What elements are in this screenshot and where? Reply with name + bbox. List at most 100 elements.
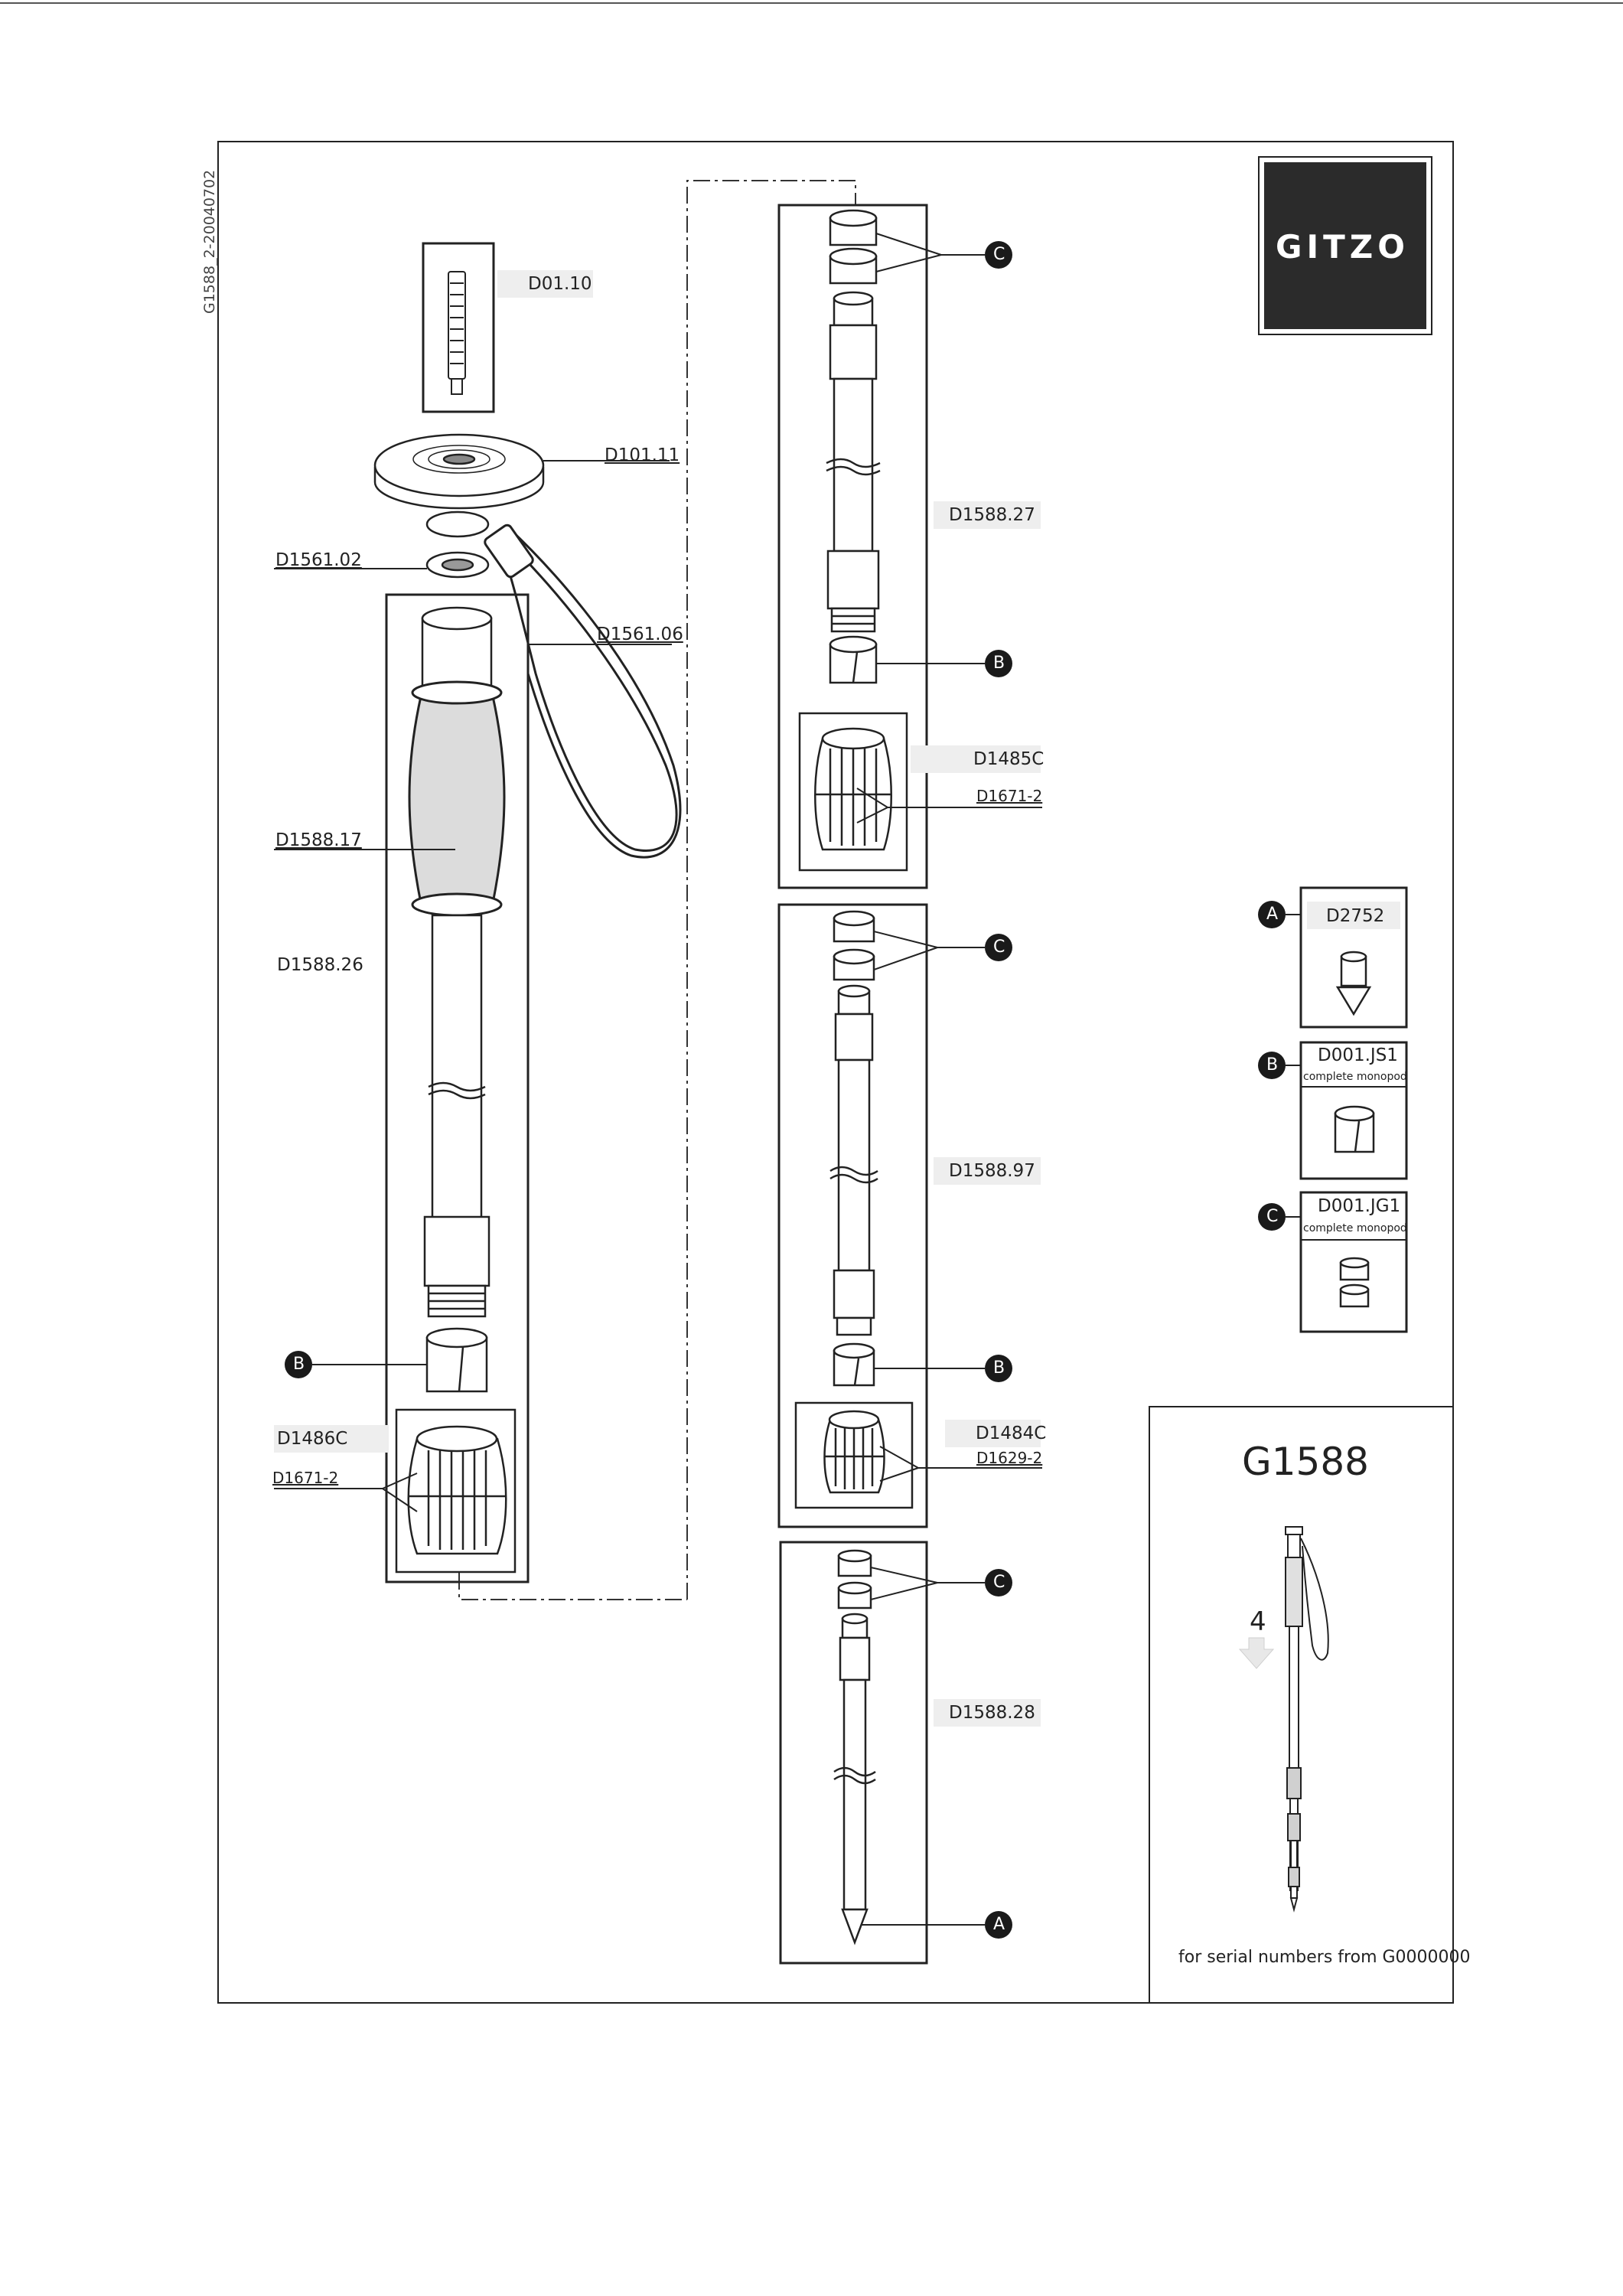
- section-count: 4: [1250, 1606, 1266, 1637]
- legend-marker-a: [1258, 901, 1286, 928]
- part-box-d158827: [777, 204, 928, 889]
- label-d16712-right: D1671-2: [976, 787, 1043, 805]
- leader-c-3b: [870, 1582, 938, 1600]
- marker-letter-b-1: B: [993, 654, 1005, 673]
- leader-c-3a: [870, 1567, 938, 1583]
- marker-a-3: [985, 1911, 1012, 1939]
- platform-d10111: [373, 433, 545, 510]
- legend-marker-b: [1258, 1052, 1286, 1079]
- tube-d158897: [829, 984, 878, 1336]
- dashed-connector: [458, 180, 856, 1600]
- label-d1486c: D1486C: [277, 1429, 348, 1449]
- page-frame: [217, 141, 1454, 2004]
- label-d158826: D1588.26: [277, 955, 363, 975]
- marker-c-1: [985, 241, 1012, 269]
- marker-c-2: [985, 934, 1012, 961]
- nut-d1484c: [823, 1410, 885, 1494]
- legend-code-a: D2752: [1326, 906, 1385, 926]
- collets-c-3: [837, 1549, 872, 1609]
- leader-c-2b: [873, 947, 938, 970]
- part-box-d1484c: [794, 1401, 914, 1509]
- label-bg-d1486c: [274, 1425, 389, 1453]
- legend-bg-a: [1307, 902, 1400, 929]
- label-bg-d158827: [934, 501, 1041, 529]
- marker-letter-c-3: C: [993, 1573, 1005, 1592]
- part-box-d1485c: [798, 712, 908, 872]
- label-d158827: D1588.27: [949, 505, 1035, 525]
- legend-letter-a: A: [1266, 905, 1279, 924]
- legend-box-b: [1299, 1041, 1408, 1180]
- legend-note-b: complete monopod: [1303, 1071, 1407, 1083]
- leader-d16292-3: [879, 1467, 919, 1482]
- leader-c-1a: [875, 233, 942, 256]
- model-title: G1588: [1242, 1440, 1369, 1484]
- label-d0110: D01.10: [528, 274, 592, 294]
- label-d158817: D1588.17: [275, 830, 362, 850]
- legend-note-c: complete monopod: [1303, 1222, 1407, 1234]
- nut-d1485c: [814, 727, 892, 851]
- legend-letter-b: B: [1266, 1055, 1279, 1075]
- part-box-d158828: [779, 1541, 928, 1965]
- nut-d1486c: [407, 1425, 507, 1555]
- part-box-d0110: [422, 242, 495, 413]
- label-d1484c: D1484C: [976, 1424, 1047, 1443]
- label-d158828: D1588.28: [949, 1703, 1035, 1723]
- legend-code-b: D001.JS1: [1318, 1045, 1398, 1065]
- leader-c-1b: [875, 254, 942, 272]
- legend-marker-c: [1258, 1203, 1286, 1231]
- part-box-d158897: [777, 903, 928, 1528]
- serial-note: for serial numbers from G0000000: [1178, 1948, 1471, 1967]
- label-d16292: D1629-2: [976, 1449, 1043, 1467]
- label-d156106: D1561.06: [597, 625, 683, 644]
- grip-d158817: [408, 680, 506, 917]
- label-d158897: D1588.97: [949, 1161, 1035, 1181]
- marker-letter-b-2: B: [993, 1358, 1005, 1378]
- label-d10111: D101.11: [605, 445, 680, 465]
- label-d156102: D1561.02: [275, 550, 362, 570]
- legend-box-c: [1299, 1191, 1408, 1333]
- collets-c-icon: [1339, 1257, 1370, 1308]
- leader-d16712-right-2: [856, 788, 888, 808]
- collet-b-2: [833, 1342, 875, 1387]
- screw-d0110: [448, 271, 466, 395]
- label-bg-d0110: [497, 270, 593, 298]
- document-code: G1588_2-20040702: [201, 169, 218, 314]
- marker-b-1: [985, 650, 1012, 677]
- logo-frame: [1258, 156, 1432, 335]
- label-bg-d1484c: [945, 1420, 1041, 1447]
- label-bg-d1485c: [911, 745, 1041, 773]
- leader-d16712-left-2: [382, 1473, 418, 1489]
- collets-c-1: [829, 209, 878, 285]
- legend-code-c: D001.JG1: [1318, 1196, 1401, 1216]
- leader-d16712-right-3: [856, 807, 888, 823]
- tube-d158828: [833, 1613, 876, 1945]
- label-bg-d158897: [934, 1157, 1041, 1185]
- spike-icon: [1335, 951, 1372, 1016]
- collet-b-left: [425, 1327, 488, 1393]
- leader-d16712-left-3: [382, 1488, 418, 1512]
- monopod-thumbnail: [1285, 1526, 1329, 1913]
- collet-b-1: [829, 635, 878, 684]
- leader-d16292-2: [879, 1446, 919, 1469]
- washers-d156102: [425, 510, 490, 579]
- part-box-d1486c: [395, 1408, 517, 1574]
- handle-cap: [421, 606, 493, 696]
- marker-b-2: [985, 1355, 1012, 1382]
- leader-c-2a: [873, 931, 938, 948]
- label-d16712-left: D1671-2: [272, 1469, 339, 1487]
- tube-d158827: [826, 291, 881, 633]
- marker-c-3: [985, 1569, 1012, 1596]
- marker-letter-a-3: A: [993, 1915, 1005, 1934]
- part-box-d158826: [385, 593, 530, 1583]
- logo-background: [1264, 162, 1426, 329]
- marker-letter-c-2: C: [993, 938, 1005, 957]
- marker-b-left: [285, 1351, 312, 1378]
- label-d1485c: D1485C: [973, 749, 1045, 769]
- strap-d156106: [484, 523, 682, 859]
- tube-d158826: [423, 914, 490, 1318]
- collets-c-2: [833, 910, 875, 981]
- legend-letter-c: C: [1266, 1207, 1279, 1226]
- marker-letter-c-1: C: [993, 245, 1005, 264]
- collet-b-icon: [1334, 1105, 1375, 1153]
